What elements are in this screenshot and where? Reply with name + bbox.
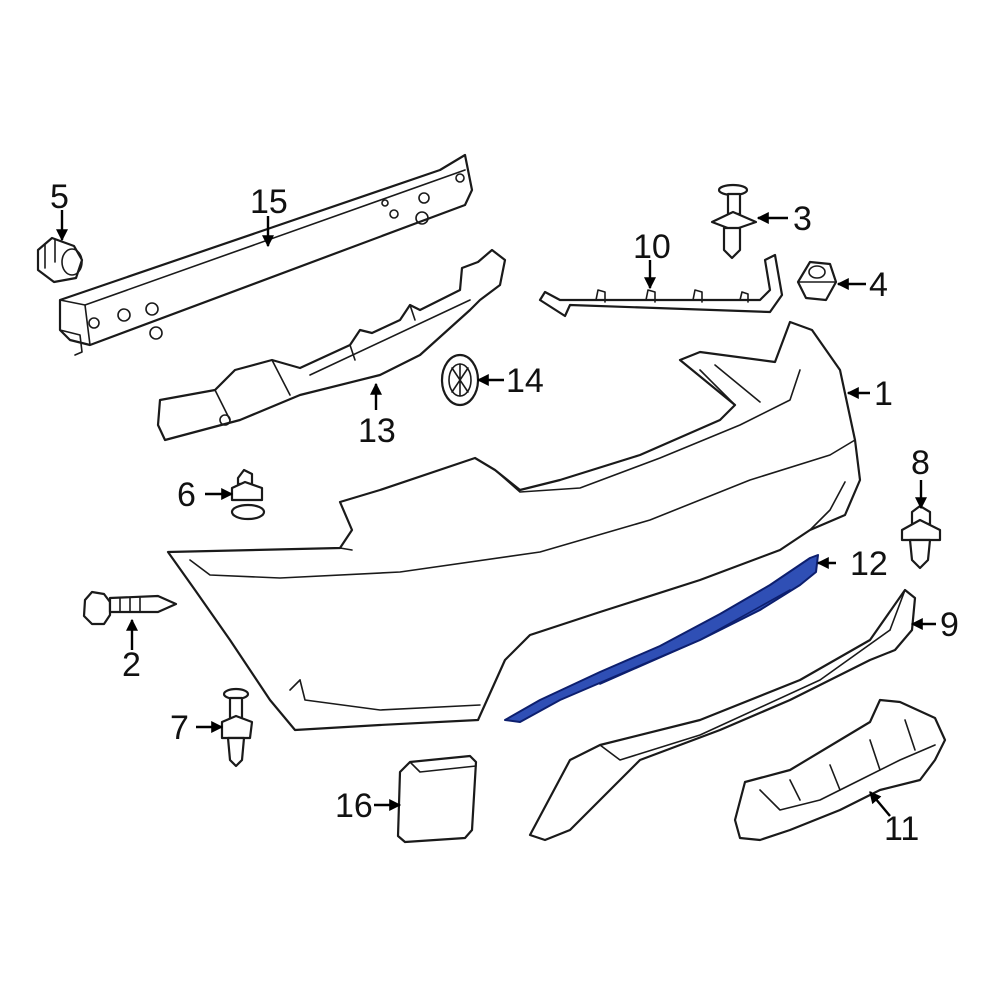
part-5-clip-nut[interactable] bbox=[36, 236, 84, 284]
callout-10: 10 bbox=[633, 228, 671, 266]
callout-12: 12 bbox=[850, 545, 888, 583]
leader-lines bbox=[56, 210, 936, 817]
part-3-push-pin[interactable] bbox=[710, 183, 758, 260]
part-10-bracket[interactable] bbox=[538, 253, 784, 318]
part-1-bumper-cover[interactable] bbox=[166, 320, 862, 732]
part-14-grommet[interactable] bbox=[440, 353, 480, 407]
part-13-energy-absorber[interactable] bbox=[156, 248, 507, 442]
part-11-shield[interactable] bbox=[733, 698, 947, 842]
callout-1: 1 bbox=[874, 375, 893, 413]
callout-11: 11 bbox=[884, 810, 919, 848]
callout-5: 5 bbox=[50, 178, 69, 216]
part-6-push-pin[interactable] bbox=[230, 468, 266, 521]
part-16-cap[interactable] bbox=[396, 754, 478, 844]
callout-14: 14 bbox=[506, 362, 544, 400]
part-8-push-pin[interactable] bbox=[900, 504, 942, 570]
callout-labels: 5 15 10 3 4 14 13 1 6 8 12 9 2 7 16 11 bbox=[50, 178, 959, 848]
callout-7: 7 bbox=[170, 709, 189, 747]
part-4-nut[interactable] bbox=[796, 260, 838, 302]
part-2-bolt[interactable] bbox=[82, 590, 178, 626]
callout-15: 15 bbox=[250, 183, 288, 221]
callout-9: 9 bbox=[940, 606, 959, 644]
callout-13: 13 bbox=[358, 412, 396, 450]
callout-8: 8 bbox=[911, 444, 930, 482]
callout-3: 3 bbox=[793, 200, 812, 238]
callout-4: 4 bbox=[869, 266, 888, 304]
callout-2: 2 bbox=[122, 646, 141, 684]
callout-6: 6 bbox=[177, 476, 196, 514]
part-9-lower-fascia[interactable] bbox=[528, 588, 917, 842]
callout-16: 16 bbox=[335, 787, 373, 825]
part-15-reinforcement-bar[interactable] bbox=[58, 153, 474, 356]
part-7-push-pin[interactable] bbox=[220, 687, 254, 768]
